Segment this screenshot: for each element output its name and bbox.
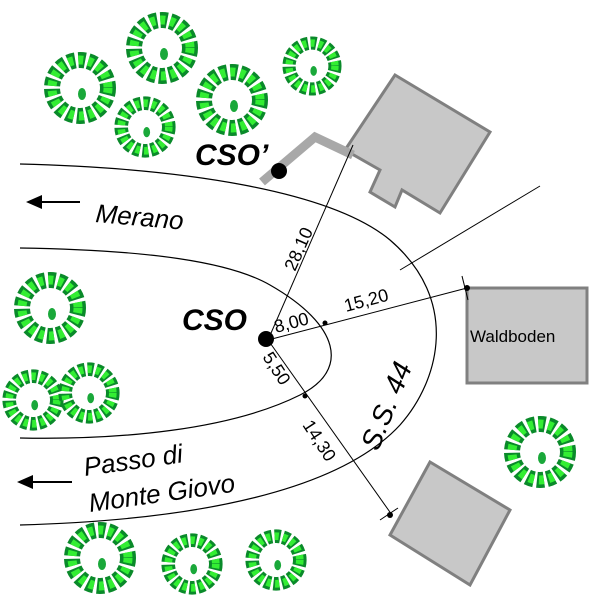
dim-label-14-30: 14,30 [299,416,340,465]
dim-node [387,512,393,518]
cso-prime-label: CSO’ [195,139,269,172]
building-waldboden [465,286,589,385]
tree-icon [52,60,108,116]
road-inner-edge [19,247,332,439]
dim-node [322,320,328,326]
cso-prime-point[interactable] [271,163,287,179]
tree-icon [72,530,128,586]
cso-label: CSO [182,304,247,337]
dim-label-28-10: 28,10 [280,224,317,273]
building-north [342,72,493,216]
tree-icon [168,540,216,588]
dim-node [464,285,470,291]
road-name-label: S.S. 44 [355,357,418,454]
tree-icon [289,43,335,89]
building-south [388,459,512,588]
tree-icon [252,536,300,584]
road-outer-edge [19,163,437,526]
tree-icon [9,376,57,424]
passo-label-line1: Passo di [82,438,186,482]
tree-icon [204,72,260,128]
tree-icon [512,424,568,480]
cso-point[interactable] [258,331,274,347]
dim-node [302,393,308,399]
arrow-left-icon [26,195,80,209]
waldboden-label: Waldboden [470,327,555,346]
merano-label: Merano [94,198,184,236]
dim-label-5-50: 5,50 [259,348,295,388]
dim-line-15-20 [267,287,468,341]
tree-icon [121,103,169,151]
dim-label-8-00: 8,00 [272,308,311,336]
tree-icon [65,369,113,417]
dim-line-14-30 [267,339,393,516]
extension-line [399,185,541,271]
arrow-left-icon [17,475,72,489]
dim-line-28-10 [267,144,354,341]
tree-icon [22,280,78,336]
tree-icon [134,20,190,76]
dim-label-15-20: 15,20 [342,285,391,316]
